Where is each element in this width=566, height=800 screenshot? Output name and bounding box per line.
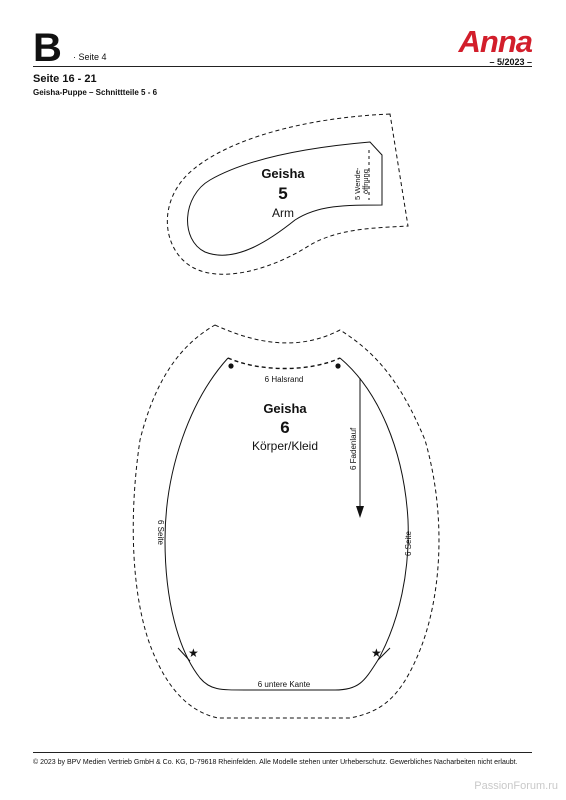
star-mark-right: ★ — [371, 646, 382, 660]
side-right-label: 6 Seite — [404, 531, 413, 556]
issue-number: – 5/2023 – — [489, 57, 532, 67]
grainline-arrowhead — [356, 506, 364, 518]
arm-opening-label-2: öffnung — [361, 169, 370, 194]
header-divider — [33, 66, 532, 67]
notch-left — [177, 647, 191, 662]
watermark: PassionForum.ru — [474, 780, 558, 792]
brand-logo: Anna — [458, 24, 533, 59]
page-label: · Seite 4 — [73, 52, 107, 62]
neckline-dashed — [227, 357, 341, 370]
arm-cutting-line — [187, 141, 383, 256]
neck-dot-left — [228, 363, 234, 369]
bottom-edge-label: 6 untere Kante — [258, 680, 311, 689]
copyright-notice: © 2023 by BPV Medien Vertrieb GmbH & Co.… — [33, 759, 518, 766]
section-title: Seite 16 - 21 — [33, 73, 97, 85]
section-subtitle: Geisha-Puppe – Schnittteile 5 - 6 — [33, 88, 158, 97]
arm-piece-number: 5 — [278, 184, 287, 203]
body-piece-label: Körper/Kleid — [252, 439, 318, 453]
section-letter: B — [33, 26, 62, 70]
arm-piece-label: Arm — [272, 206, 294, 220]
neck-label: 6 Halsrand — [265, 375, 304, 384]
pattern-piece-body: ★ ★ Geisha 6 Körper/Kleid 6 Halsrand 6 F… — [132, 324, 440, 719]
footer-divider — [33, 752, 532, 753]
arm-piece-name: Geisha — [261, 166, 305, 181]
grain-label: 6 Fadenlauf — [349, 427, 358, 470]
body-cutting-line — [164, 357, 409, 691]
body-seam-allowance-outline — [132, 324, 440, 719]
star-mark-left: ★ — [188, 646, 199, 660]
arm-opening-label: 5 Wende- — [353, 167, 362, 200]
neck-dot-right — [335, 363, 341, 369]
side-left-label: 6 Seite — [156, 520, 165, 545]
body-piece-number: 6 — [280, 418, 289, 437]
pattern-piece-arm: Geisha 5 Arm 5 Wende- öffnung — [166, 113, 409, 275]
body-piece-name: Geisha — [263, 401, 307, 416]
notch-right — [377, 647, 391, 661]
